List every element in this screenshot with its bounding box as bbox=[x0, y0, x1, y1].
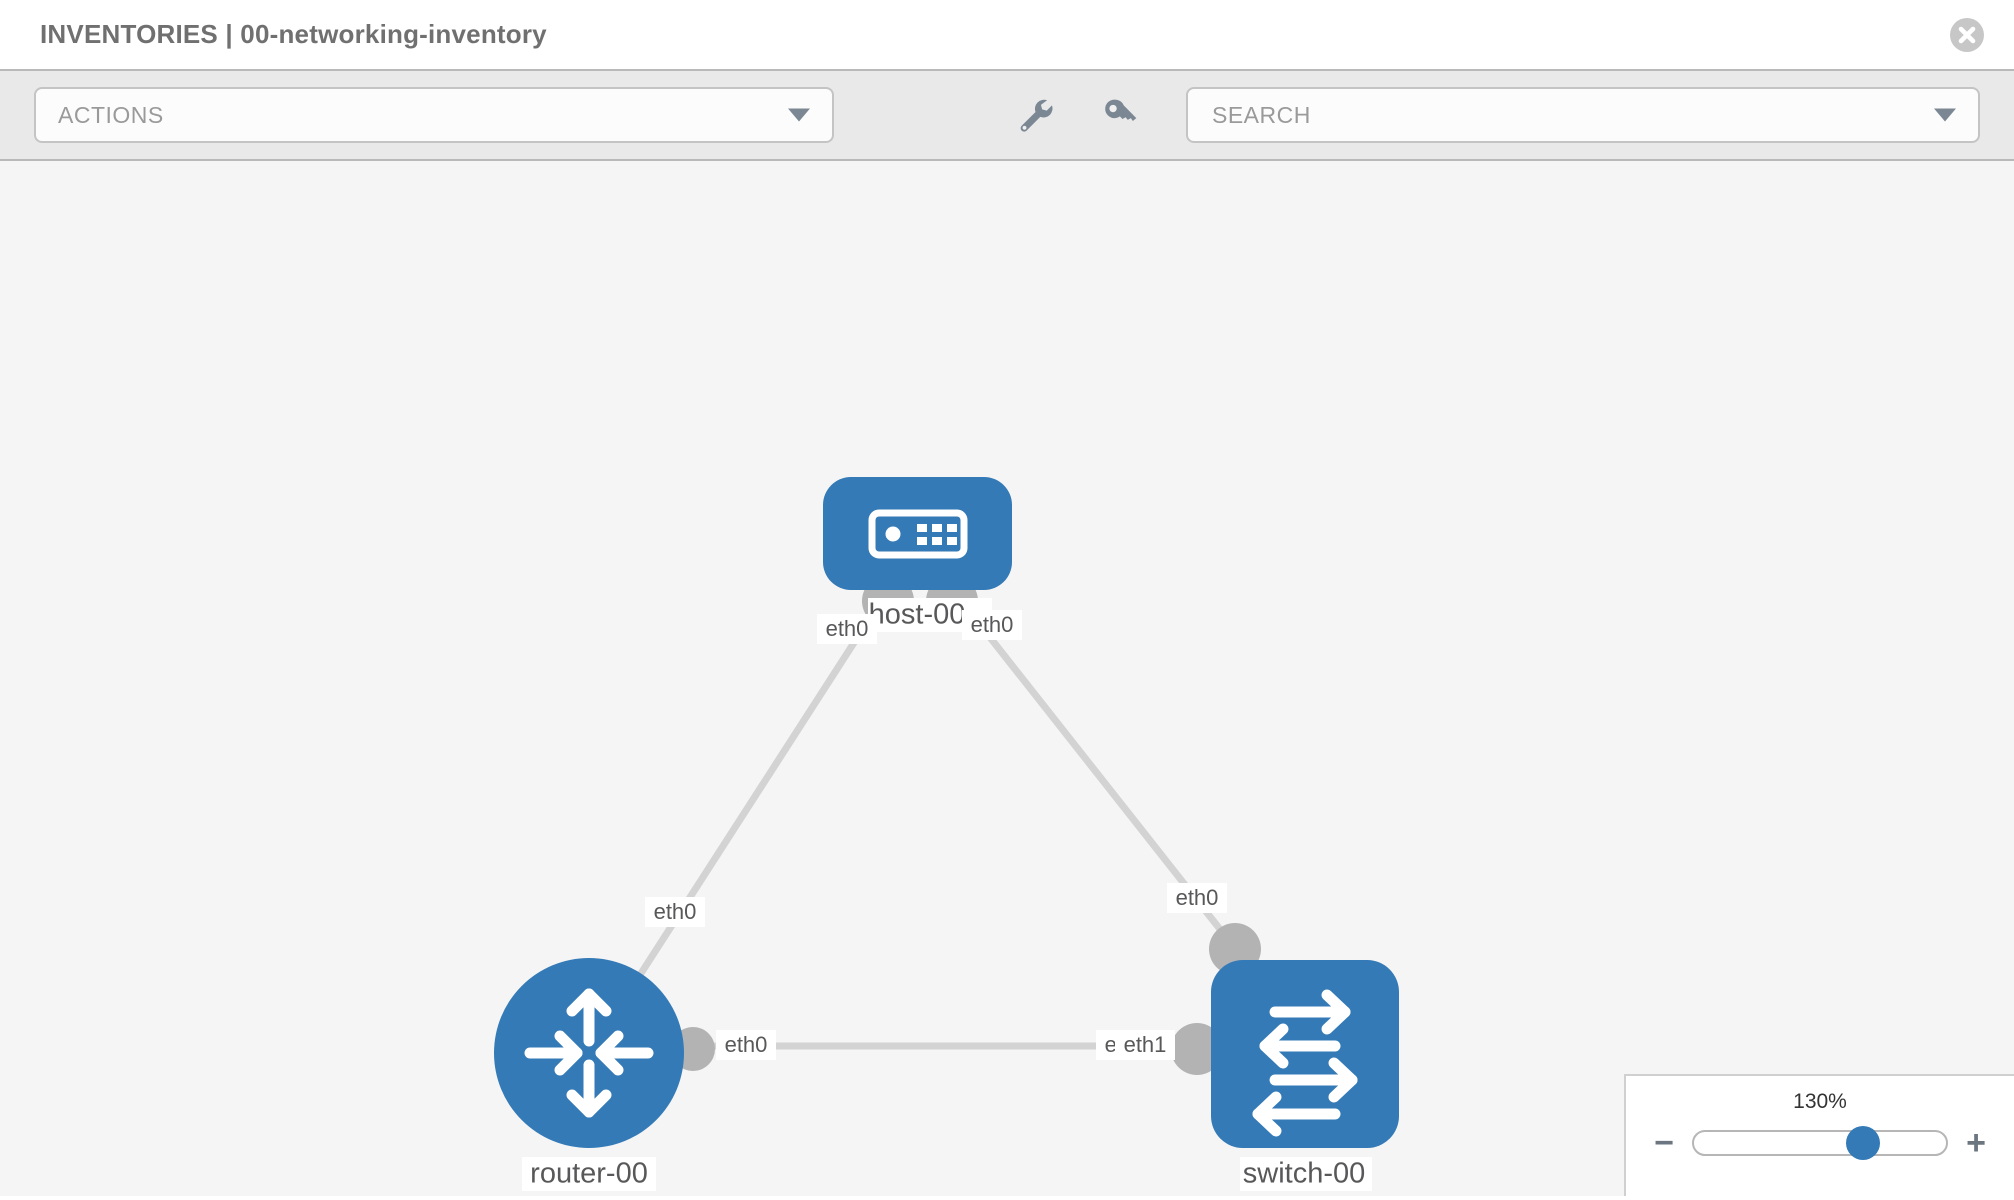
toolbar: ACTIONS bbox=[0, 69, 2014, 161]
node-switch-00[interactable]: switch-00 bbox=[1211, 960, 1399, 1191]
toolbar-icon-group bbox=[1014, 94, 1140, 136]
topology-graph[interactable]: host-00 router-00 bbox=[0, 161, 2014, 1196]
zoom-in-button[interactable]: + bbox=[1966, 1124, 1986, 1162]
zoom-level-value: 130% bbox=[1793, 1090, 1847, 1113]
actions-dropdown[interactable]: ACTIONS bbox=[34, 87, 834, 143]
iface-label-bg bbox=[962, 610, 1022, 640]
chevron-down-icon bbox=[788, 108, 810, 122]
zoom-slider-thumb[interactable] bbox=[1845, 1126, 1880, 1160]
zoom-slider-track[interactable] bbox=[1692, 1126, 1948, 1160]
node-label-router: router-00 bbox=[530, 1158, 648, 1190]
iface-label-switch-eth1: eth1 bbox=[1124, 1032, 1167, 1057]
node-label-host: host-00 bbox=[869, 599, 966, 631]
switch-node-shape[interactable] bbox=[1211, 960, 1399, 1148]
search-input[interactable] bbox=[1210, 100, 1956, 130]
node-label-switch: switch-00 bbox=[1243, 1158, 1366, 1190]
router-icon bbox=[524, 988, 654, 1118]
page-title: INVENTORIES | 00-networking-inventory bbox=[40, 19, 547, 49]
iface-label-bg bbox=[1167, 883, 1227, 913]
wrench-icon[interactable] bbox=[1014, 94, 1056, 136]
node-host-00[interactable]: host-00 bbox=[823, 477, 1012, 632]
iface-label-router-eth0-right: eth0 bbox=[725, 1032, 768, 1057]
iface-label-bg bbox=[645, 897, 705, 927]
iface-label-host-eth0-left: eth0 bbox=[826, 616, 869, 641]
iface-label-bg bbox=[1115, 1030, 1175, 1060]
close-button[interactable] bbox=[1950, 17, 1984, 52]
zoom-slider-row: − + bbox=[1626, 1126, 2014, 1160]
actions-dropdown-label: ACTIONS bbox=[58, 101, 164, 128]
router-node-shape[interactable] bbox=[494, 958, 684, 1148]
router-label-bg bbox=[522, 1157, 656, 1191]
server-icon bbox=[868, 509, 968, 559]
port-switch-eth1[interactable] bbox=[1171, 1023, 1223, 1075]
key-icon[interactable] bbox=[1098, 94, 1140, 136]
switch-icon bbox=[1252, 989, 1358, 1137]
topology-ports bbox=[671, 575, 1261, 1075]
iface-label-bg bbox=[817, 614, 877, 644]
search-box[interactable] bbox=[1186, 87, 1980, 143]
zoom-control-panel: 130% − + bbox=[1624, 1074, 2014, 1196]
topology-links bbox=[617, 590, 1248, 1050]
iface-label-router-eth0-up: eth0 bbox=[654, 899, 697, 924]
interface-labels: eth0 eth0 eth0 eth0 eth0 eth0 eth1 bbox=[645, 610, 1227, 1060]
search-chevron-down-icon[interactable] bbox=[1934, 108, 1956, 122]
link-host-router[interactable] bbox=[617, 591, 889, 1008]
close-circle-icon bbox=[1958, 26, 1976, 43]
node-router-00[interactable]: router-00 bbox=[494, 958, 684, 1191]
host-node-shape[interactable] bbox=[823, 477, 1012, 590]
iface-label-bg bbox=[716, 1030, 776, 1060]
zoom-out-button[interactable]: − bbox=[1654, 1124, 1674, 1162]
iface-label-host-eth0-right: eth0 bbox=[971, 612, 1014, 637]
iface-label-switch-eth0-up: eth0 bbox=[1176, 885, 1219, 910]
page-header: INVENTORIES | 00-networking-inventory bbox=[0, 0, 2014, 69]
switch-label-bg bbox=[1240, 1157, 1372, 1191]
topology-canvas[interactable]: host-00 router-00 bbox=[0, 161, 2014, 1196]
